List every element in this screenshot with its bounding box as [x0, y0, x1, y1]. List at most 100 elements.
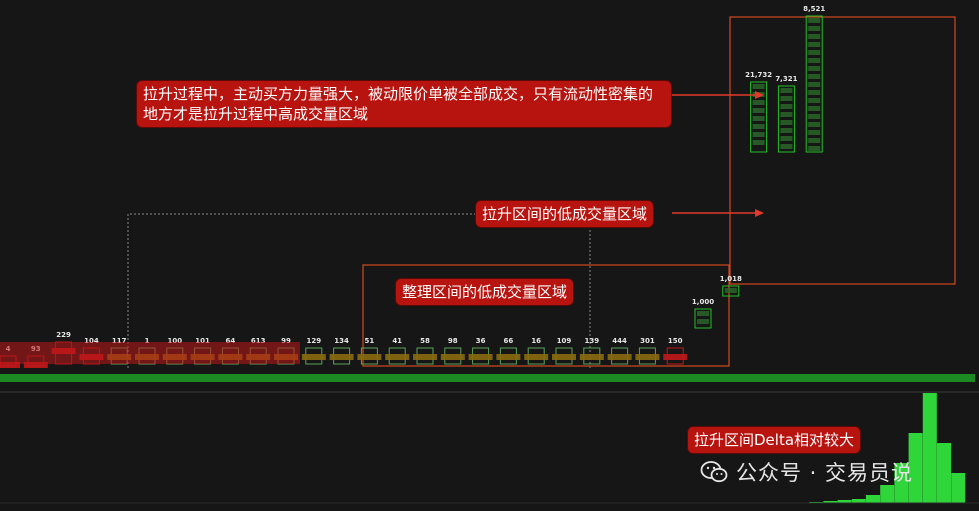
delta-bar — [823, 501, 838, 503]
footprint-candle: 301 — [635, 337, 660, 365]
candle-level-row — [808, 42, 821, 47]
candle-volume-label: 100 — [167, 337, 182, 345]
candle-body — [750, 81, 768, 153]
candle-volume-label: 1 — [145, 337, 150, 345]
candle-level-row — [780, 88, 793, 93]
candle-volume-label: 99 — [281, 337, 291, 345]
candle-volume-label: 301 — [640, 337, 655, 345]
candle-level-row — [780, 104, 793, 109]
candle-volume-label: 98 — [448, 337, 458, 345]
footprint-candle: 41 — [385, 337, 410, 365]
candle-volume-label: 101 — [195, 337, 210, 345]
candle-volume-label: 109 — [557, 337, 572, 345]
candle-volume-label: 41 — [392, 337, 402, 345]
candle-volume-label: 8,521 — [803, 5, 825, 13]
delta-bar — [866, 495, 880, 503]
candle-volume-label: 58 — [420, 337, 430, 345]
footprint-candles: 4-493-8322910411711001016461399129134514… — [0, 5, 825, 382]
delta-bar — [851, 499, 866, 503]
candle-level-row — [780, 128, 793, 133]
delta-bar — [908, 433, 923, 503]
callout-rally-high-volume: 拉升过程中，主动买方力量强大，被动限价单被全部成交，只有流动性密集的地方才是拉升… — [137, 81, 671, 127]
candle-volume-label: 16 — [531, 337, 541, 345]
candle-volume-label: 66 — [504, 337, 514, 345]
candle-level-row — [752, 140, 765, 145]
candle-level-row — [808, 130, 821, 135]
candle-poc-row — [468, 354, 493, 360]
candle-level-row — [780, 144, 793, 149]
candle-level-row — [752, 108, 765, 113]
candle-level-row — [808, 98, 821, 103]
callout-rally-delta: 拉升区间Delta相对较大 — [688, 427, 861, 453]
sell-band — [0, 342, 300, 364]
footprint-candle: 139 — [579, 337, 604, 365]
candle-level-row — [808, 82, 821, 87]
candle-level-row — [808, 66, 821, 71]
volume-baseline-bar — [0, 374, 975, 382]
candle-level-row — [808, 114, 821, 119]
candle-level-row — [808, 18, 821, 23]
footprint-candle: 1,018 — [720, 275, 742, 297]
candle-volume-label: 150 — [668, 337, 683, 345]
candle-poc-row — [357, 354, 382, 360]
candle-body — [722, 285, 740, 297]
arrow-rally-high-head — [755, 91, 764, 99]
candle-volume-label: 7,321 — [775, 75, 797, 83]
candle-level-row — [780, 136, 793, 141]
volume-strip — [0, 374, 975, 382]
candle-volume-label: 36 — [476, 337, 486, 345]
candle-poc-row — [579, 354, 604, 360]
guide-dashed-box — [127, 213, 591, 368]
candle-level-row — [752, 124, 765, 129]
candle-volume-label: 129 — [306, 337, 321, 345]
consolidation-box — [362, 264, 730, 367]
delta-bar — [951, 473, 966, 503]
callout-rally-low-volume: 拉升区间的低成交量区域 — [476, 201, 654, 227]
candle-poc-row — [385, 354, 410, 360]
candle-level-row — [808, 146, 821, 151]
delta-bar — [937, 443, 951, 503]
candle-level-row — [697, 311, 709, 316]
callout-consolidation-low-volume: 整理区间的低成交量区域 — [396, 279, 574, 305]
footprint-candle: 444 — [607, 337, 632, 365]
candle-poc-row — [635, 354, 660, 360]
footprint-candle: 8,521 — [803, 5, 825, 153]
candle-level-row — [780, 120, 793, 125]
candle-level-row — [808, 122, 821, 127]
footprint-candle: 16 — [524, 337, 549, 365]
candle-poc-row — [23, 362, 48, 368]
delta-bar — [837, 500, 852, 503]
candle-poc-row — [413, 354, 437, 360]
footprint-candle: 1,000 — [692, 298, 714, 329]
candle-volume-label: 134 — [334, 337, 349, 345]
candle-level-row — [780, 112, 793, 117]
candle-poc-row — [552, 354, 576, 360]
footprint-candle: 129 — [301, 337, 326, 365]
candle-level-row — [752, 100, 765, 105]
footprint-candle: 109 — [552, 337, 576, 365]
candle-volume-label: 229 — [56, 331, 71, 339]
watermark: 公众号 · 交易员说 — [700, 456, 913, 488]
candle-volume-label: 139 — [584, 337, 599, 345]
footprint-candle: 36 — [468, 337, 493, 365]
rally-box — [729, 16, 956, 285]
candle-level-row — [808, 106, 821, 111]
footprint-candle: 21,732 — [745, 71, 772, 153]
candle-level-row — [808, 26, 821, 31]
candle-level-row — [780, 96, 793, 101]
candle-level-row — [808, 58, 821, 63]
callout-arrows — [670, 91, 764, 217]
candle-volume-label: 21,732 — [745, 71, 772, 79]
candle-poc-row — [496, 354, 521, 360]
candle-body — [777, 85, 795, 153]
delta-bar — [922, 393, 937, 503]
delta-bar — [880, 485, 895, 503]
candle-volume-label: 104 — [84, 337, 99, 345]
candle-level-row — [808, 90, 821, 95]
candle-poc-row — [663, 354, 688, 360]
delta-bar — [894, 463, 909, 503]
candle-level-row — [752, 132, 765, 137]
watermark-text: 公众号 · 交易员说 — [736, 461, 914, 485]
candle-level-row — [808, 138, 821, 143]
